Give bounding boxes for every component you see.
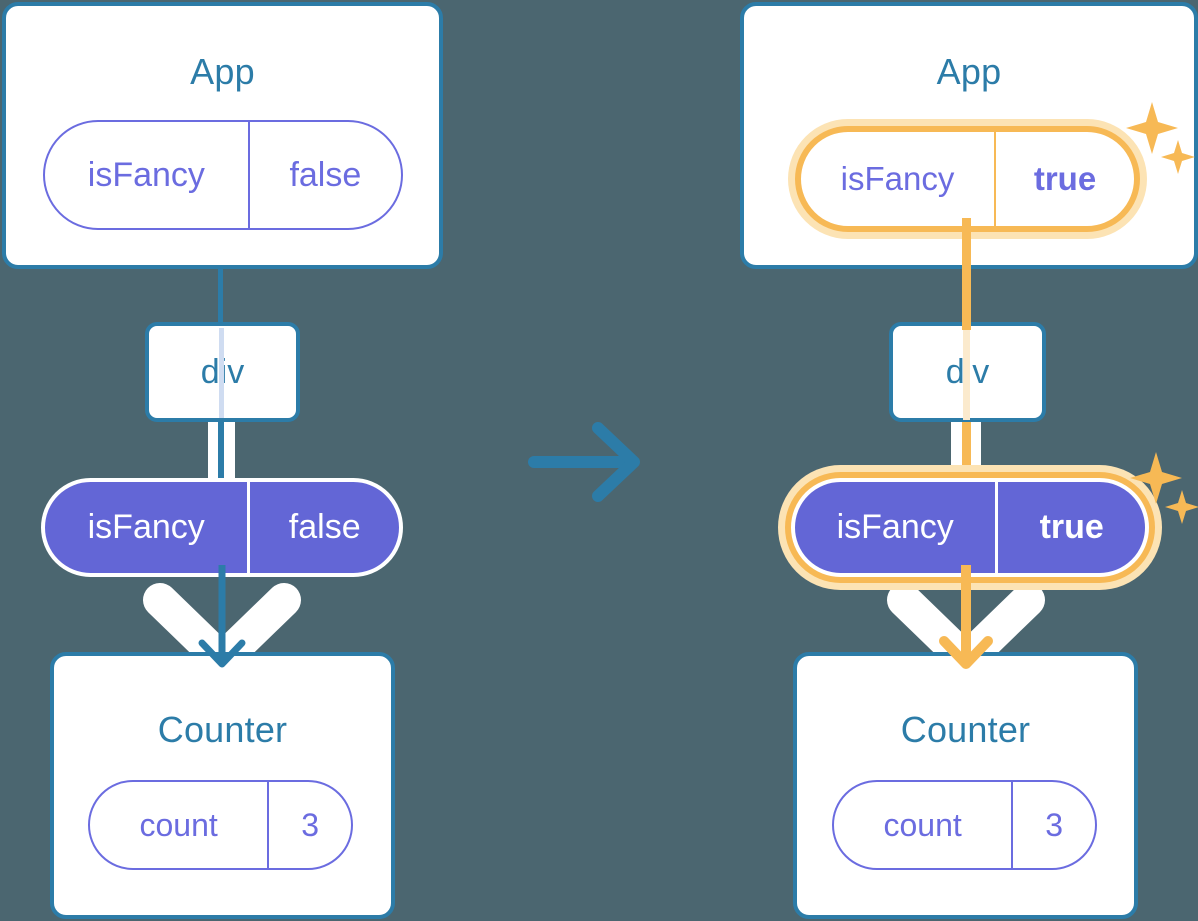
right-prop-key: isFancy <box>836 508 954 546</box>
left-prop-pill: isFancy false <box>41 478 403 577</box>
right-counter-state-key: count <box>883 806 962 843</box>
right-app-state-pill: isFancy true <box>795 126 1140 232</box>
right-prop-value: true <box>995 482 1145 573</box>
left-prop-key: isFancy <box>87 508 205 546</box>
left-connector-app-to-div <box>218 268 223 328</box>
left-connector-div-to-prop <box>218 415 224 493</box>
left-prop-to-counter-arrow-line <box>198 565 246 668</box>
sparkle-icon-prop <box>1130 452 1198 524</box>
right-app-state-key: isFancy <box>840 160 955 197</box>
right-counter-title: Counter <box>900 709 1031 750</box>
right-counter-state-value: 3 <box>1011 782 1095 868</box>
right-connector-div-to-prop <box>962 415 971 493</box>
right-connector-through-div <box>963 330 970 420</box>
left-counter-state-key: count <box>139 806 218 843</box>
transition-arrow-icon <box>528 422 640 502</box>
left-prop-value: false <box>247 482 399 573</box>
right-app-title: App <box>936 51 1002 92</box>
right-prop-to-counter-arrow-line <box>939 565 993 669</box>
left-app-title: App <box>190 51 255 92</box>
left-counter-state-pill: count 3 <box>88 780 353 870</box>
left-app-state-key: isFancy <box>87 155 205 194</box>
left-counter-box: Counter <box>50 652 395 919</box>
right-counter-state-pill: count 3 <box>832 780 1097 870</box>
right-connector-app-to-div <box>962 218 971 330</box>
left-connector-through-div <box>219 328 224 418</box>
left-app-state-value: false <box>247 122 401 228</box>
sparkle-icon-app <box>1126 102 1195 174</box>
right-prop-pill: isFancy true <box>791 478 1149 577</box>
left-counter-title: Counter <box>157 709 288 750</box>
left-counter-state-value: 3 <box>267 782 351 868</box>
left-app-state-pill: isFancy false <box>43 120 403 230</box>
right-app-state-value: true <box>994 132 1134 226</box>
